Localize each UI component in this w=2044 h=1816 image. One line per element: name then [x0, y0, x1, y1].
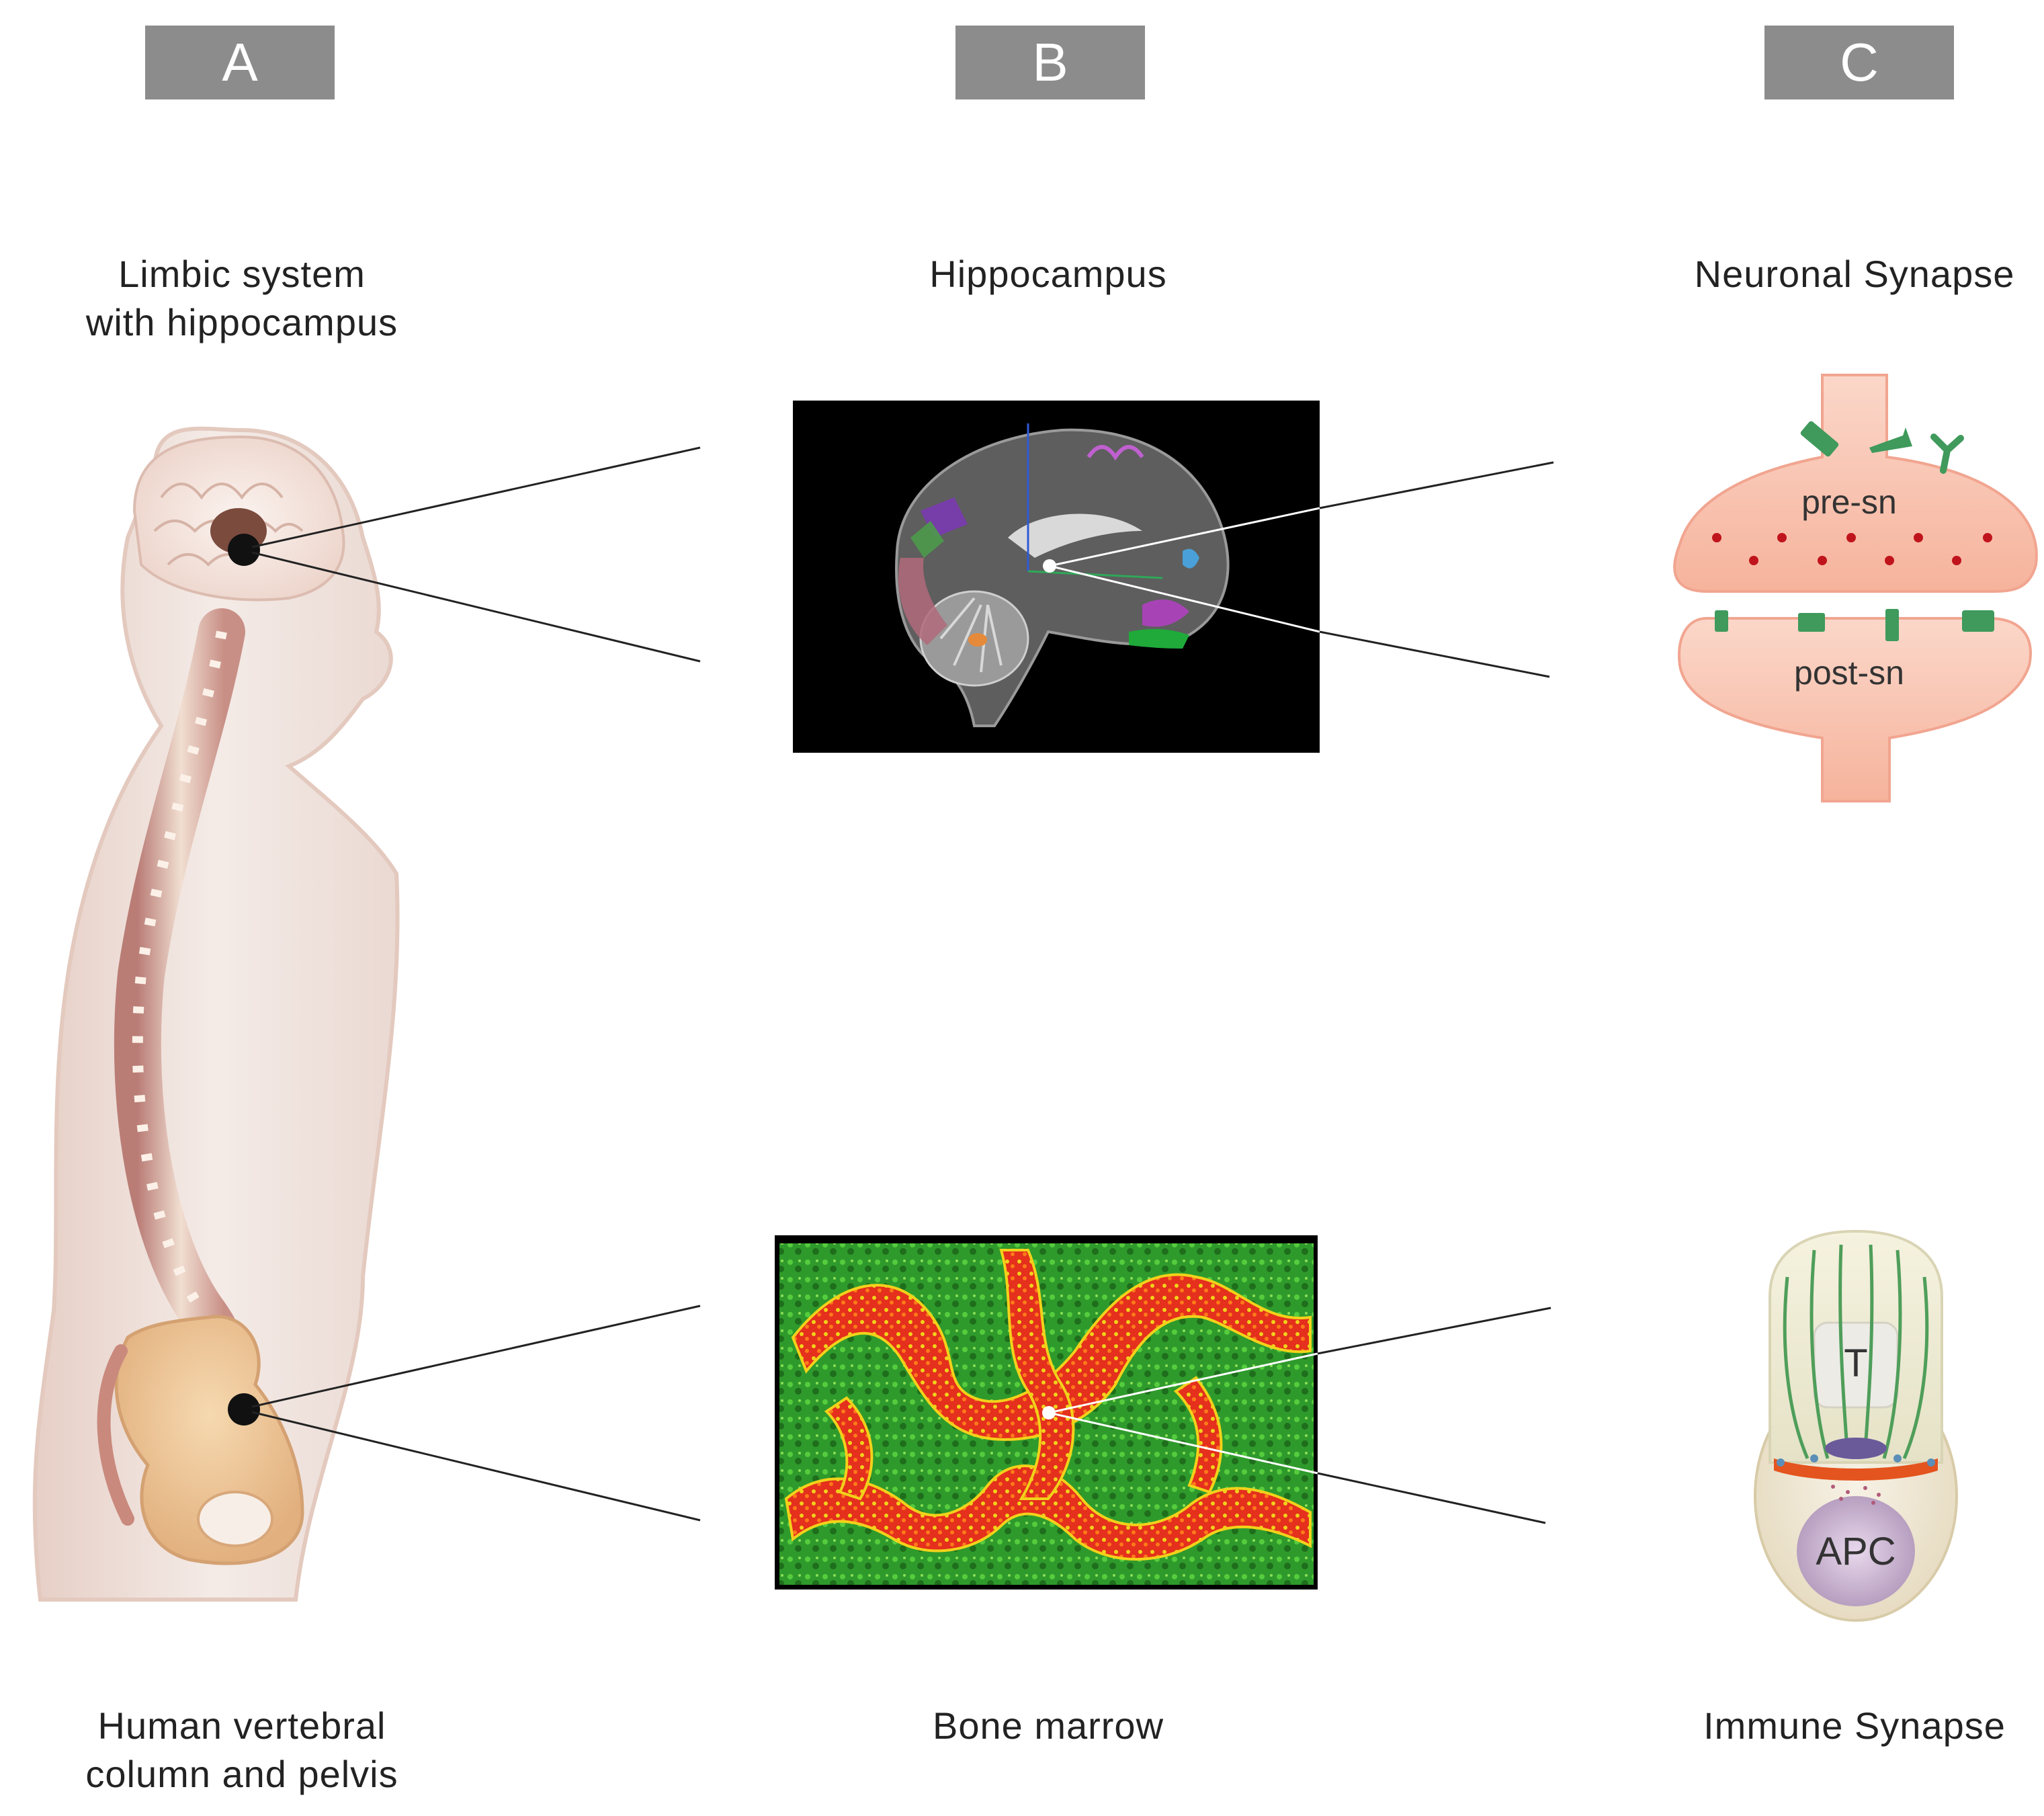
vesicle-4 [1818, 556, 1827, 565]
human-body-illustration [32, 426, 400, 1602]
marker-hippocampus-a [228, 534, 260, 566]
vertebral-column-label: Human vertebral column and pelvis [27, 1702, 457, 1799]
vesicle-3 [1777, 533, 1787, 542]
hippocampus-label-line-1: Hippocampus [929, 253, 1167, 295]
connector-b-c-top-2-inner [1049, 565, 1320, 633]
connector-b-c-bottom-2-inner [1048, 1411, 1318, 1475]
limbic-label-line-2: with hippocampus [85, 301, 398, 343]
mri-roi-green [910, 521, 944, 558]
synaptic-vesicles [1712, 533, 1992, 565]
vesicle-8 [1952, 556, 1961, 565]
mtoc [1825, 1438, 1887, 1459]
panel-b-tab: B [955, 26, 1145, 99]
sacrum [97, 1344, 134, 1526]
vesicle-1 [1712, 533, 1721, 542]
limbic-label-line-1: Limbic system [118, 253, 366, 295]
neuronal-synapse-label-line-1: Neuronal Synapse [1694, 253, 2015, 295]
immune-synapse-diagram: T APC [1754, 1229, 1958, 1622]
granule-2 [1846, 1490, 1850, 1494]
vesicle-2 [1749, 556, 1758, 565]
connector-b-c-bottom-1-inner [1048, 1352, 1318, 1414]
t-cell-cytoskeleton [1783, 1244, 1929, 1459]
obturator-foramen [197, 1491, 273, 1547]
post-receptor-3 [1885, 609, 1899, 641]
limbic-system-label: Limbic system with hippocampus [27, 250, 457, 347]
connector-b-c-top-1-inner [1049, 507, 1320, 567]
microtubule-6 [1902, 1276, 1929, 1459]
presynaptic-receptor-3 [1930, 434, 1964, 474]
bone-marrow-image [775, 1235, 1318, 1590]
hippocampus-label: Hippocampus [840, 250, 1257, 298]
connector-b-c-top-2-outer [1319, 630, 1550, 678]
microtubule-2 [1809, 1249, 1830, 1459]
apc-label: APC [1816, 1530, 1896, 1573]
mri-roi-magenta [1142, 600, 1189, 627]
connector-b-c-bottom-2-outer [1317, 1472, 1546, 1524]
connector-b-c-bottom-1-outer [1317, 1307, 1551, 1355]
vesicle-5 [1846, 533, 1856, 542]
receptor-dot-2 [1810, 1454, 1818, 1462]
mri-roi-occipital [898, 558, 947, 645]
mri-roi-cortex [1087, 445, 1144, 461]
post-receptor-2 [1798, 613, 1825, 632]
mri-roi-green-lower [1129, 629, 1189, 649]
microtubule-5 [1882, 1249, 1902, 1459]
mri-roi-blue [1183, 548, 1199, 569]
trabecular-bone [784, 1249, 1312, 1561]
neuronal-synapse-label: Neuronal Synapse [1666, 250, 2043, 298]
postsynaptic-receptors [1715, 609, 1994, 641]
vesicle-6 [1885, 556, 1894, 565]
connector-b-c-top-1-outer [1319, 461, 1554, 509]
microtubule-1 [1783, 1276, 1809, 1459]
receptor-dot-3 [1893, 1454, 1902, 1462]
synapse-interface-band [1774, 1458, 1938, 1481]
connector-a-b-top-2 [251, 551, 701, 663]
vertebral-label-line-2: column and pelvis [85, 1753, 398, 1795]
panel-c-tab: C [1764, 26, 1954, 99]
cerebellum-folia [939, 597, 1003, 673]
body-silhouette [32, 426, 400, 1602]
post-sn-label: post-sn [1794, 654, 1904, 692]
connector-a-b-bottom-1 [251, 1305, 701, 1408]
hippocampus-mri [793, 401, 1320, 753]
secreted-granules [1831, 1485, 1881, 1505]
t-cell-label: T [1844, 1342, 1867, 1385]
granule-3 [1863, 1486, 1867, 1490]
marker-pelvis-a [228, 1393, 260, 1426]
bone-marrow-label-line-1: Bone marrow [932, 1704, 1164, 1747]
post-receptor-1 [1715, 610, 1728, 632]
neuronal-synapse-diagram: pre-sn post-sn [1673, 374, 2038, 802]
receptor-dot-4 [1927, 1458, 1935, 1467]
vesicle-7 [1914, 533, 1923, 542]
granule-4 [1877, 1493, 1881, 1497]
presynaptic-terminal [1673, 374, 2038, 593]
connector-a-b-top-1 [251, 446, 701, 548]
corpus-callosum [1008, 513, 1142, 558]
immune-receptor-dots [1777, 1454, 1935, 1467]
connectors-b-to-c [1048, 461, 1554, 1524]
granule-1 [1831, 1485, 1835, 1489]
connectors-a-to-b [251, 446, 701, 1522]
granule-5 [1839, 1497, 1843, 1501]
granule-6 [1871, 1501, 1875, 1505]
apc-nucleus [1797, 1496, 1915, 1606]
receptor-dot-1 [1777, 1458, 1785, 1467]
presynaptic-receptor-2 [1869, 427, 1912, 453]
postsynaptic-terminal [1678, 617, 2032, 802]
connector-a-b-bottom-2 [251, 1411, 701, 1522]
bone-marrow-label: Bone marrow [840, 1702, 1257, 1750]
pre-sn-label: pre-sn [1801, 483, 1897, 521]
mri-orange-roi [968, 633, 987, 647]
post-receptor-4 [1962, 610, 1994, 632]
immune-synapse-label-line-1: Immune Synapse [1703, 1704, 2006, 1747]
vesicle-9 [1983, 533, 1992, 542]
immune-synapse-label: Immune Synapse [1666, 1702, 2043, 1750]
vertebral-label-line-1: Human vertebral [97, 1704, 386, 1747]
panel-a-tab: A [145, 26, 335, 99]
presynaptic-receptor-1 [1800, 421, 1839, 457]
